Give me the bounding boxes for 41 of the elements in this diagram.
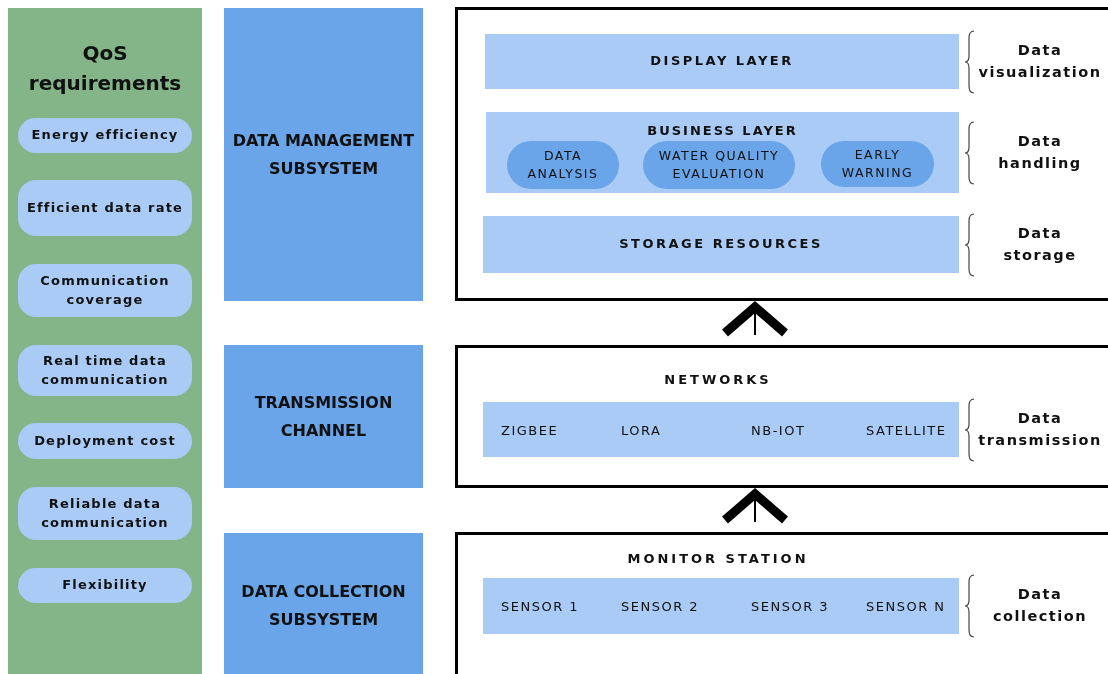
layer-frame: [455, 532, 1108, 674]
chevron-arrow: [720, 489, 790, 525]
panel-title: QoS requirements: [27, 40, 183, 97]
network-label: LORA: [621, 422, 662, 437]
subsystem-box: DATA COLLECTION SUBSYSTEM: [224, 533, 423, 674]
layer-title: BUSINESS LAYER: [646, 122, 799, 140]
requirement-pill: Energy efficiency: [18, 118, 192, 153]
sensor-band: [483, 578, 959, 634]
function-pill: WATER QUALITY EVALUATION: [643, 141, 795, 189]
sensor-label: SENSOR 1: [501, 598, 580, 614]
network-label: SATELLITE: [866, 422, 947, 437]
subsystem-box: TRANSMISSION CHANNEL: [224, 345, 423, 488]
requirements-panel: [8, 8, 202, 674]
side-label: Data transmission: [978, 408, 1102, 450]
subsystem-box: DATA MANAGEMENT SUBSYSTEM: [224, 8, 423, 301]
requirement-pill: Deployment cost: [18, 423, 192, 459]
side-label: Data visualization: [978, 40, 1102, 82]
function-pill: EARLY WARNING: [821, 141, 934, 187]
requirement-pill: Reliable data communication: [18, 487, 192, 540]
frame-title: MONITOR STATION: [626, 550, 810, 568]
layer-bar: STORAGE RESOURCES: [483, 216, 959, 273]
layer-frame: [455, 7, 1108, 301]
requirement-pill: Real time data communication: [18, 345, 192, 396]
network-label: NB-IOT: [751, 422, 806, 437]
sensor-label: SENSOR N: [866, 598, 946, 614]
sensor-label: SENSOR 3: [751, 598, 830, 614]
side-label: Data collection: [992, 585, 1088, 627]
layer-bar: DISPLAY LAYER: [485, 34, 959, 89]
requirement-pill: Communication coverage: [18, 264, 192, 317]
function-pill: DATA ANALYSIS: [507, 141, 619, 189]
side-label: Data storage: [1003, 223, 1077, 265]
network-label: ZIGBEE: [501, 422, 559, 437]
side-label: Data handling: [998, 131, 1082, 173]
sensor-label: SENSOR 2: [621, 598, 700, 614]
requirement-pill: Efficient data rate: [18, 180, 192, 236]
frame-title: NETWORKS: [663, 371, 773, 389]
layer-bar: [486, 112, 959, 193]
network-band: [483, 402, 959, 457]
chevron-arrow: [720, 302, 790, 338]
layer-frame: [455, 345, 1108, 488]
requirement-pill: Flexibility: [18, 568, 192, 603]
